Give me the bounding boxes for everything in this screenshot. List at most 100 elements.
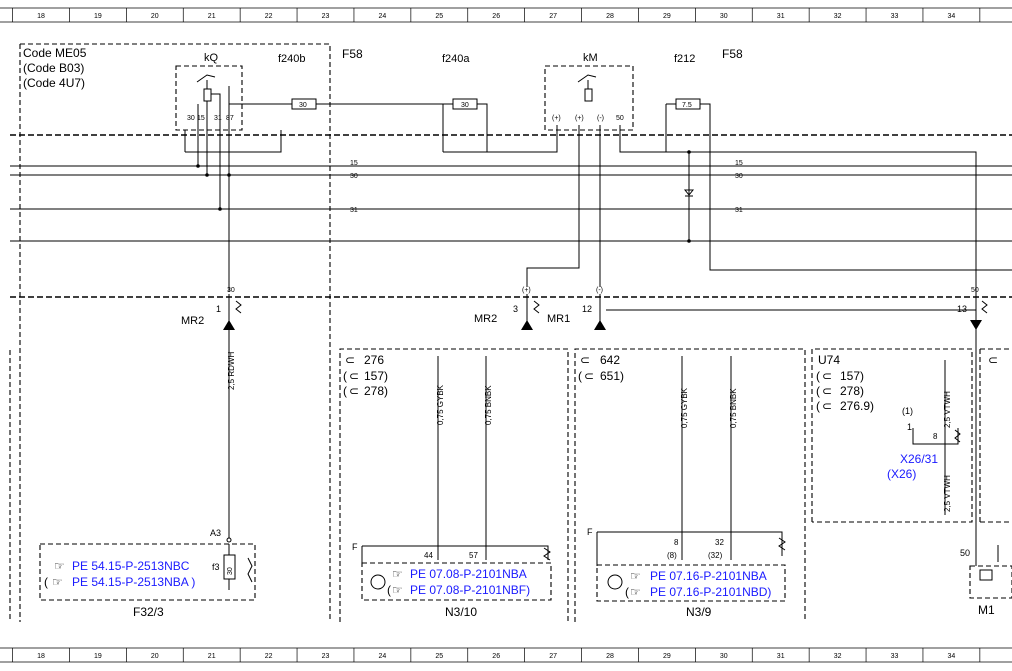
block-u74-title: U74	[818, 353, 840, 367]
svg-text:50: 50	[616, 115, 624, 122]
svg-text:0,75 BNBK: 0,75 BNBK	[484, 385, 493, 425]
code-me05-label: Code ME05	[23, 46, 87, 60]
svg-text:0,75 GYBK: 0,75 GYBK	[436, 384, 445, 425]
grid-number: 28	[606, 13, 614, 20]
fuse-wiring	[184, 103, 1012, 295]
connector-mr1: (-) 12 MR1	[547, 287, 976, 330]
grid-number: 29	[663, 653, 671, 660]
svg-text:(: (	[816, 369, 820, 383]
grid-number: 26	[492, 653, 500, 660]
pe-link-2101nba-0716[interactable]: PE 07.16-P-2101NBA	[650, 569, 767, 583]
svg-text:MR2: MR2	[181, 315, 204, 327]
svg-text:(+): (+)	[552, 115, 561, 122]
relay-kq-label: kQ	[204, 52, 219, 64]
relay-km-label: kM	[583, 52, 598, 64]
svg-text:F: F	[352, 542, 358, 552]
svg-text:157): 157)	[364, 369, 388, 383]
grid-number: 32	[834, 13, 842, 20]
book-icon: ⊂	[822, 384, 832, 398]
grid-number: 31	[777, 653, 785, 660]
book-icon: ⊂	[822, 369, 832, 383]
book-icon: ⊂	[349, 369, 359, 383]
grid-number: 26	[492, 13, 500, 20]
svg-text:MR2: MR2	[474, 313, 497, 325]
connector-x26[interactable]: (X26)	[887, 467, 916, 481]
svg-text:(-): (-)	[597, 115, 604, 122]
book-icon: ☞	[392, 583, 403, 597]
pe-link-2513nba[interactable]: PE 54.15-P-2513NBA )	[72, 575, 195, 589]
pe-link-2101nbf[interactable]: PE 07.08-P-2101NBF)	[410, 583, 530, 597]
svg-text:F: F	[587, 527, 593, 537]
svg-text:(8): (8)	[667, 551, 677, 560]
connector-13: 50 13	[957, 287, 988, 340]
diode-f212	[683, 150, 695, 243]
svg-text:2,5 VTWH: 2,5 VTWH	[943, 475, 952, 512]
svg-text:f212: f212	[674, 53, 695, 65]
block-u74: U74 ( ⊂ 157) ( ⊂ 278) ( ⊂ 276.9) 2,5 VTW…	[811, 348, 973, 523]
transistor-icon	[370, 574, 386, 590]
book-icon: ⊂	[349, 384, 359, 398]
book-icon: ☞	[52, 575, 63, 589]
pe-link-2101nba-0708[interactable]: PE 07.08-P-2101NBA	[410, 567, 527, 581]
svg-text:0,75 GYBK: 0,75 GYBK	[680, 387, 689, 428]
relay-kq: kQ 30 15 31 87	[175, 52, 243, 131]
grid-number: 21	[208, 653, 216, 660]
svg-text:278): 278)	[364, 384, 388, 398]
svg-text:30: 30	[187, 115, 195, 122]
svg-text:276: 276	[364, 353, 384, 367]
svg-text:15: 15	[350, 160, 358, 167]
svg-text:0,75 BNBK: 0,75 BNBK	[729, 388, 738, 428]
grid-number: 19	[94, 653, 102, 660]
book-icon: ☞	[630, 585, 641, 599]
svg-text:f240a: f240a	[442, 53, 470, 65]
svg-text:3: 3	[513, 304, 518, 314]
svg-text:30: 30	[350, 173, 358, 180]
grid-number: 29	[663, 13, 671, 20]
fuse-f240b: f240b 30	[278, 53, 317, 110]
svg-text:87: 87	[226, 115, 234, 122]
f58-label-right: F58	[722, 47, 743, 61]
svg-text:(: (	[578, 369, 582, 383]
block-f32-3: A3 30 f3 ☞ PE 54.15-P-2513NBC ( ☞ PE 54.…	[39, 528, 256, 619]
svg-text:(: (	[816, 399, 820, 413]
block-n3-10: ⊂ 276 ( ⊂ 157) ( ⊂ 278) 0,75 GYBK 0,75 B…	[339, 348, 569, 622]
fuse-f240a: f240a 30	[442, 53, 478, 110]
book-icon: ☞	[392, 567, 403, 581]
svg-text:157): 157)	[840, 369, 864, 383]
svg-text:8: 8	[674, 538, 679, 547]
svg-text:15: 15	[735, 160, 743, 167]
pe-link-2101nbd[interactable]: PE 07.16-P-2101NBD)	[650, 585, 771, 599]
svg-text:30: 30	[227, 567, 234, 575]
block-n3-10-name: N3/10	[445, 605, 477, 619]
block-n3-9-name: N3/9	[686, 605, 712, 619]
svg-text:2,5 VTWH: 2,5 VTWH	[943, 391, 952, 428]
kq-bus-taps	[196, 125, 231, 292]
code-4u7-label: (Code 4U7)	[23, 76, 85, 90]
connector-mr2-mid: (+) 3 MR2	[474, 287, 540, 330]
book-icon: ⊂	[988, 353, 998, 367]
grid-number: 33	[891, 13, 899, 20]
book-icon: ⊂	[584, 369, 594, 383]
grid-number: 18	[37, 653, 45, 660]
f58-label-left: F58	[342, 47, 363, 61]
block-n3-9: ⊂ 642 ( ⊂ 651) 0,75 GYBK 0,75 BNBK F 8 (…	[574, 348, 806, 622]
grid-number: 30	[720, 653, 728, 660]
pe-link-2513nbc[interactable]: PE 54.15-P-2513NBC	[72, 559, 190, 573]
block-m1: ⊂ 50 M1	[960, 340, 1012, 617]
grid-number: 21	[208, 13, 216, 20]
svg-text:15: 15	[197, 115, 205, 122]
svg-text:(: (	[816, 384, 820, 398]
grid-number: 23	[322, 13, 330, 20]
grid-number: 25	[435, 13, 443, 20]
km-down-wires	[526, 125, 601, 287]
svg-text:(-): (-)	[596, 287, 603, 294]
svg-text:31: 31	[735, 207, 743, 214]
connector-x26-31[interactable]: X26/31	[900, 452, 938, 466]
svg-text:(: (	[387, 583, 391, 597]
block-f32-3-name: F32/3	[133, 605, 164, 619]
svg-text:642: 642	[600, 353, 620, 367]
svg-text:8: 8	[933, 432, 938, 441]
svg-text:30: 30	[227, 287, 235, 294]
